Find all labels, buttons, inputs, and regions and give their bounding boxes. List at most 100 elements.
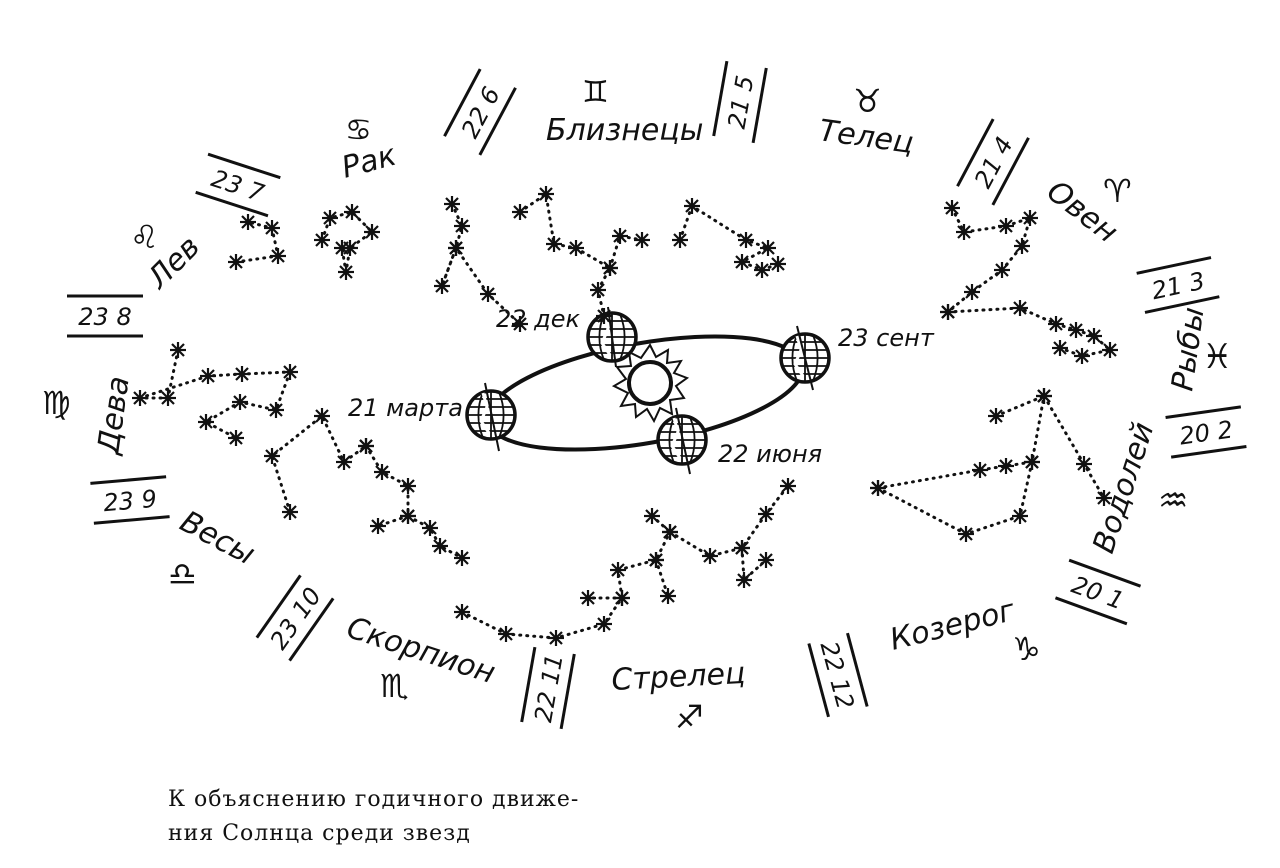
star-icon [938, 302, 958, 322]
star-icon [1066, 320, 1086, 340]
constellation-line [678, 203, 780, 272]
star-icon [342, 202, 362, 222]
star-icon [1010, 298, 1030, 318]
star-icon [452, 602, 472, 622]
star-icon [1020, 208, 1040, 228]
star-icon [970, 460, 990, 480]
aries-icon: ♈ [1103, 172, 1132, 210]
star-icon [588, 280, 608, 300]
star-icon [646, 550, 666, 570]
star-icon [226, 252, 246, 272]
star-icon [334, 452, 354, 472]
star-icon [956, 524, 976, 544]
star-icon [658, 586, 678, 606]
star-icon [226, 428, 246, 448]
libra-icon: ♎ [168, 555, 197, 593]
star-icon [868, 478, 888, 498]
date-marker: 23 9 [90, 475, 170, 525]
star-icon [336, 262, 356, 282]
star-icon [954, 222, 974, 242]
star-icon [268, 246, 288, 266]
earth-label-mar: 21 марта [348, 394, 463, 422]
star-icon [996, 456, 1016, 476]
star-icon [594, 306, 614, 326]
star-icon [732, 538, 752, 558]
date-marker: 21 5 [712, 60, 768, 144]
constellation-name: Стрелец [611, 656, 747, 698]
constellation-line [654, 558, 670, 598]
star-icon [510, 202, 530, 222]
star-icon [198, 366, 218, 386]
star-icon [1072, 346, 1092, 366]
constellation-name: Козерог [886, 593, 1018, 658]
star-icon [756, 504, 776, 524]
date-marker: 23 10 [255, 574, 335, 662]
constellation-line [946, 306, 1114, 358]
figure-caption: К объяснению годичного движе- ния Солнца… [168, 783, 638, 851]
star-icon [642, 506, 662, 526]
star-icon [442, 194, 462, 214]
star-icon [196, 412, 216, 432]
star-icon [368, 516, 388, 536]
star-icon [578, 588, 598, 608]
star-icon [230, 392, 250, 412]
star-icon [996, 216, 1016, 236]
date-marker: 22 6 [443, 68, 517, 156]
svg-text:23 9: 23 9 [102, 485, 158, 518]
star-icon [262, 446, 282, 466]
earth-icon [779, 325, 831, 391]
star-icon [734, 570, 754, 590]
star-icon [536, 184, 556, 204]
star-icon [420, 518, 440, 538]
star-icon [372, 462, 392, 482]
star-icon [682, 196, 702, 216]
star-icon [670, 230, 690, 250]
caption-line-2: ния Солнца среди звезд [168, 821, 471, 846]
star-icon [546, 628, 566, 648]
date-marker: 23 8 [67, 294, 143, 338]
star-icon [544, 234, 564, 254]
date-marker: 21 4 [956, 118, 1030, 206]
star-icon [478, 284, 498, 304]
date-marker: 23 7 [195, 152, 281, 218]
constellation-line [994, 394, 1046, 418]
star-icon [962, 282, 982, 302]
earth-label-sep: 23 сент [838, 324, 935, 352]
star-icon [1100, 340, 1120, 360]
star-icon [942, 198, 962, 218]
star-icon [432, 276, 452, 296]
star-icon [398, 506, 418, 526]
svg-text:21 4: 21 4 [969, 132, 1019, 192]
sagittarius-icon: ♐ [675, 698, 704, 736]
star-icon [992, 260, 1012, 280]
taurus-icon: ♉ [853, 82, 882, 120]
star-icon [660, 522, 680, 542]
star-icon [986, 406, 1006, 426]
constellation-name: Телец [817, 113, 916, 161]
star-icon [312, 230, 332, 250]
star-icon [280, 362, 300, 382]
star-icon [452, 216, 472, 236]
star-icon [430, 536, 450, 556]
date-marker: 22 12 [807, 632, 869, 718]
date-marker: 22 11 [520, 646, 576, 730]
constellation-line [139, 348, 293, 440]
star-icon [496, 624, 516, 644]
star-icon [238, 212, 258, 232]
star-icon [700, 546, 720, 566]
constellation-line [876, 460, 1034, 536]
star-icon [398, 476, 418, 496]
pisces-icon: ♓ [1202, 337, 1232, 377]
constellation-name: Дева [91, 374, 137, 458]
star-icon [1022, 452, 1042, 472]
scorpio-icon: ♏ [380, 667, 409, 705]
star-icon [758, 238, 778, 258]
star-icon [1010, 506, 1030, 526]
cancer-icon: ♋ [345, 113, 372, 148]
star-icon [1034, 386, 1054, 406]
star-icon [736, 230, 756, 250]
constellation-name: Скорпион [343, 610, 500, 691]
svg-text:21 3: 21 3 [1149, 267, 1207, 305]
star-icon [320, 208, 340, 228]
